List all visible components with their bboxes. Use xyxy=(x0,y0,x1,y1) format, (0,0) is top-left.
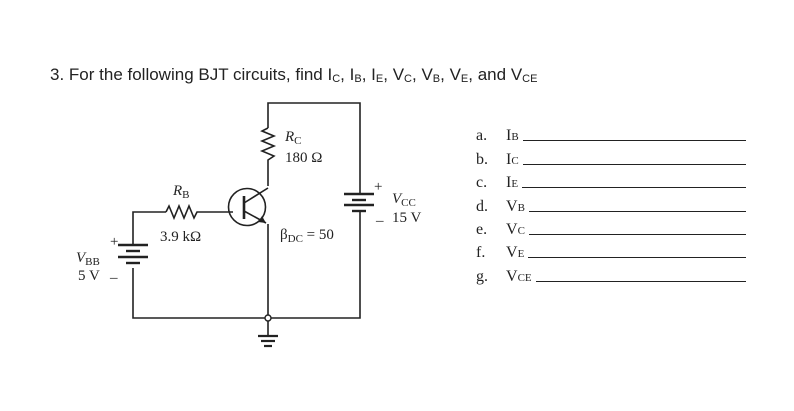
answer-variable: IE xyxy=(506,174,519,192)
quantity-ie: IE xyxy=(371,65,384,85)
question-text: 3. For the following BJT circuits, find … xyxy=(50,65,538,85)
answer-blank[interactable] xyxy=(528,210,746,212)
answer-blank[interactable] xyxy=(528,257,746,259)
wire-top xyxy=(267,102,361,194)
answer-letter: f. xyxy=(476,244,486,262)
answer-row: c. IE xyxy=(476,169,746,192)
answer-blank[interactable] xyxy=(535,280,746,282)
answer-row: d. VB xyxy=(476,192,746,215)
vcc-label: VCC xyxy=(392,191,416,209)
vbb-minus: – xyxy=(109,270,118,286)
answer-row: a. IB xyxy=(476,122,746,145)
quantity-ib: IB xyxy=(349,65,362,85)
quantity-ic: IC xyxy=(327,65,341,85)
answer-letter: d. xyxy=(476,197,488,215)
answer-variable: IB xyxy=(506,127,519,145)
vcc-value: 15 V xyxy=(392,210,421,226)
question-prompt: For the following BJT circuits, find xyxy=(68,65,328,84)
wire-vcc-down xyxy=(268,211,361,319)
answer-letter: c. xyxy=(476,174,488,192)
quantity-vce: VCE xyxy=(510,65,538,85)
wire-vbb-up xyxy=(132,211,166,245)
vcc-plus: + xyxy=(374,179,382,195)
answer-row: g. VCE xyxy=(476,262,746,285)
transistor-collector-lead xyxy=(243,187,269,204)
rb-value: 3.9 kΩ xyxy=(160,229,201,245)
answer-row: f. VE xyxy=(476,239,746,262)
answer-variable: VC xyxy=(506,220,525,238)
resistor-rc-icon xyxy=(259,127,277,186)
vbb-label: VBB xyxy=(76,250,100,268)
quantity-vb: VB xyxy=(421,65,441,85)
answer-variable: IC xyxy=(506,150,519,168)
resistor-rb-icon xyxy=(165,203,233,221)
answer-letter: a. xyxy=(476,127,488,145)
wire-bottom xyxy=(132,268,268,319)
answer-row: b. IC xyxy=(476,145,746,168)
answer-variable: VE xyxy=(506,244,525,262)
answer-variable: VB xyxy=(506,197,525,215)
answer-list: a. IB b. IC c. IE d. VB e. VC f. VE g. VCE xyxy=(476,122,746,286)
answer-row: e. VC xyxy=(476,216,746,239)
beta-label: βDC = 50 xyxy=(280,227,334,245)
vbb-value: 5 V xyxy=(78,268,100,284)
answer-variable: VCE xyxy=(506,267,532,285)
vbb-plus: + xyxy=(110,234,118,250)
answer-letter: e. xyxy=(476,220,488,238)
emitter-arrow-icon xyxy=(258,216,266,223)
quantity-ve: VE xyxy=(449,65,469,85)
ground-junction-node xyxy=(264,314,272,322)
answer-blank[interactable] xyxy=(522,140,746,142)
answer-blank[interactable] xyxy=(522,187,746,189)
rc-value: 180 Ω xyxy=(285,150,322,166)
transistor-body-icon xyxy=(227,187,267,227)
answer-letter: b. xyxy=(476,150,488,168)
quantity-vc: VC xyxy=(392,65,412,85)
question-number: 3. xyxy=(50,65,65,84)
answer-blank[interactable] xyxy=(528,233,746,235)
answer-blank[interactable] xyxy=(522,163,746,165)
rc-label: RC xyxy=(284,129,302,147)
vcc-minus: – xyxy=(375,213,384,229)
answer-letter: g. xyxy=(476,267,488,285)
rb-label: RB xyxy=(172,183,190,201)
